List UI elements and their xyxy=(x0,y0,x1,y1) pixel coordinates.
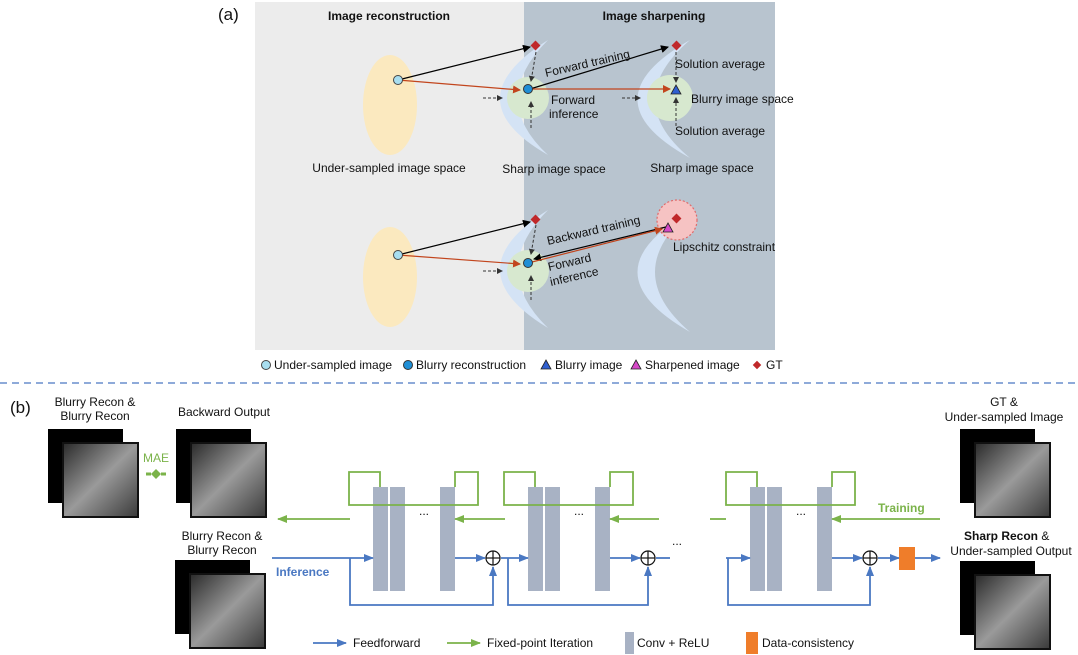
mri-image xyxy=(974,574,1051,650)
undersampled-image-marker xyxy=(393,75,403,85)
arrow-forward-inference xyxy=(531,226,663,263)
mri-image xyxy=(190,442,267,518)
conv-relu-block xyxy=(545,487,560,591)
label-training: Training xyxy=(878,501,925,515)
label-sharp-image-space: Sharp image space xyxy=(650,161,754,175)
blurry-reconstruction-marker xyxy=(523,258,533,268)
undersampled-space-ellipse xyxy=(363,227,417,327)
label-blurry-recon-top: Blurry Recon & xyxy=(55,395,136,409)
undersampled-space-ellipse xyxy=(363,55,417,155)
legend-feedforward-label: Feedforward xyxy=(353,636,420,650)
legend-blurry-image-marker xyxy=(540,359,552,370)
mri-image xyxy=(974,442,1051,518)
conv-relu-block xyxy=(440,487,455,591)
data-consistency-block xyxy=(899,547,915,570)
label-backward-output: Backward Output xyxy=(178,405,271,419)
fixed-point-loop xyxy=(503,471,634,506)
label-solution-average-bottom: Solution average xyxy=(675,124,765,138)
panel-b-tag: (b) xyxy=(10,398,31,417)
label-inference: Inference xyxy=(276,565,330,579)
sharp-space-crescent xyxy=(637,40,690,158)
legend-gt-label: GT xyxy=(766,358,783,372)
gt-marker xyxy=(530,214,541,225)
conv-relu-block xyxy=(528,487,543,591)
arrow-to-gt xyxy=(397,219,531,256)
legend-blurry-recon-marker xyxy=(403,360,413,370)
label-solution-average-top: Solution average xyxy=(675,57,765,71)
label-forward-inference-line2: inference xyxy=(549,107,599,121)
sharpened-image-marker xyxy=(662,222,674,233)
arrow-backward-training xyxy=(533,225,671,262)
gt-marker xyxy=(671,213,682,224)
gt-marker xyxy=(671,40,682,51)
mri-image xyxy=(189,573,266,649)
legend-fixed-point-label: Fixed-point Iteration xyxy=(487,636,593,650)
legend-undersampled-label: Under-sampled image xyxy=(274,358,392,372)
conv-relu-block xyxy=(767,487,782,591)
conv-relu-block xyxy=(373,487,388,591)
legend-sharpened-marker xyxy=(630,359,642,370)
label-blurry-recon-mid: Blurry Recon xyxy=(187,543,256,557)
legend-dc-swatch xyxy=(746,632,758,654)
label-gt: GT & xyxy=(990,395,1018,409)
label-lipschitz-constraint: Lipschitz constraint xyxy=(673,240,776,254)
label-mae: MAE xyxy=(143,451,169,465)
legend-blurry-recon-label: Blurry reconstruction xyxy=(416,358,526,372)
label-undersampled-image: Under-sampled Image xyxy=(945,410,1064,424)
mae-icon xyxy=(151,469,161,479)
arrow-to-blurry-recon xyxy=(397,79,521,94)
arrow-forward-training xyxy=(529,45,669,90)
residual-skip xyxy=(507,558,652,606)
legend-gt-marker xyxy=(752,360,762,370)
sharp-space-crescent xyxy=(500,40,548,155)
label-blurry-recon-top: Blurry Recon xyxy=(60,409,129,423)
label-sharp-recon: Sharp Recon & xyxy=(964,529,1049,543)
legend-sharpened-label: Sharpened image xyxy=(645,358,740,372)
blurry-reconstruction-marker xyxy=(523,84,533,94)
label-sharp-image-space: Sharp image space xyxy=(502,162,606,176)
blurry-recon-space-circle xyxy=(507,77,549,119)
conv-relu-block xyxy=(390,487,405,591)
undersampled-image-marker xyxy=(393,250,403,260)
label-blurry-image-space: Blurry image space xyxy=(691,92,794,106)
residual-skip xyxy=(727,558,874,606)
blurry-image-space-circle xyxy=(647,75,693,121)
ellipsis: ... xyxy=(796,504,806,518)
fixed-point-loop xyxy=(725,471,856,506)
label-forward-inference-line1: Forward xyxy=(551,93,595,107)
legend-conv-label: Conv + ReLU xyxy=(637,636,709,650)
ellipsis: ... xyxy=(574,504,584,518)
title-image-sharpening: Image sharpening xyxy=(603,9,706,23)
legend-dc-label: Data-consistency xyxy=(762,636,854,650)
conv-relu-block xyxy=(750,487,765,591)
title-image-reconstruction: Image reconstruction xyxy=(328,9,450,23)
legend-conv-swatch xyxy=(625,632,634,654)
ellipsis: ... xyxy=(419,504,429,518)
arrow-to-blurry-recon xyxy=(397,254,521,268)
conv-relu-block xyxy=(817,487,832,591)
legend-blurry-image-label: Blurry image xyxy=(555,358,623,372)
sharp-space-crescent xyxy=(637,212,690,332)
mri-image xyxy=(62,442,139,518)
panel-a-tag: (a) xyxy=(218,5,239,24)
arrow-to-gt xyxy=(397,44,531,81)
legend-undersampled-marker xyxy=(261,360,271,370)
conv-relu-block xyxy=(595,487,610,591)
label-blurry-recon-mid: Blurry Recon & xyxy=(182,529,263,543)
blurry-image-marker xyxy=(670,84,682,95)
label-undersampled-image-space: Under-sampled image space xyxy=(312,161,466,175)
residual-skip xyxy=(349,558,497,606)
ellipsis: ... xyxy=(672,534,682,548)
fixed-point-loop xyxy=(348,471,479,506)
sharp-space-crescent xyxy=(500,210,548,328)
label-undersampled-output: Under-sampled Output xyxy=(950,544,1072,558)
gt-marker xyxy=(530,40,541,51)
